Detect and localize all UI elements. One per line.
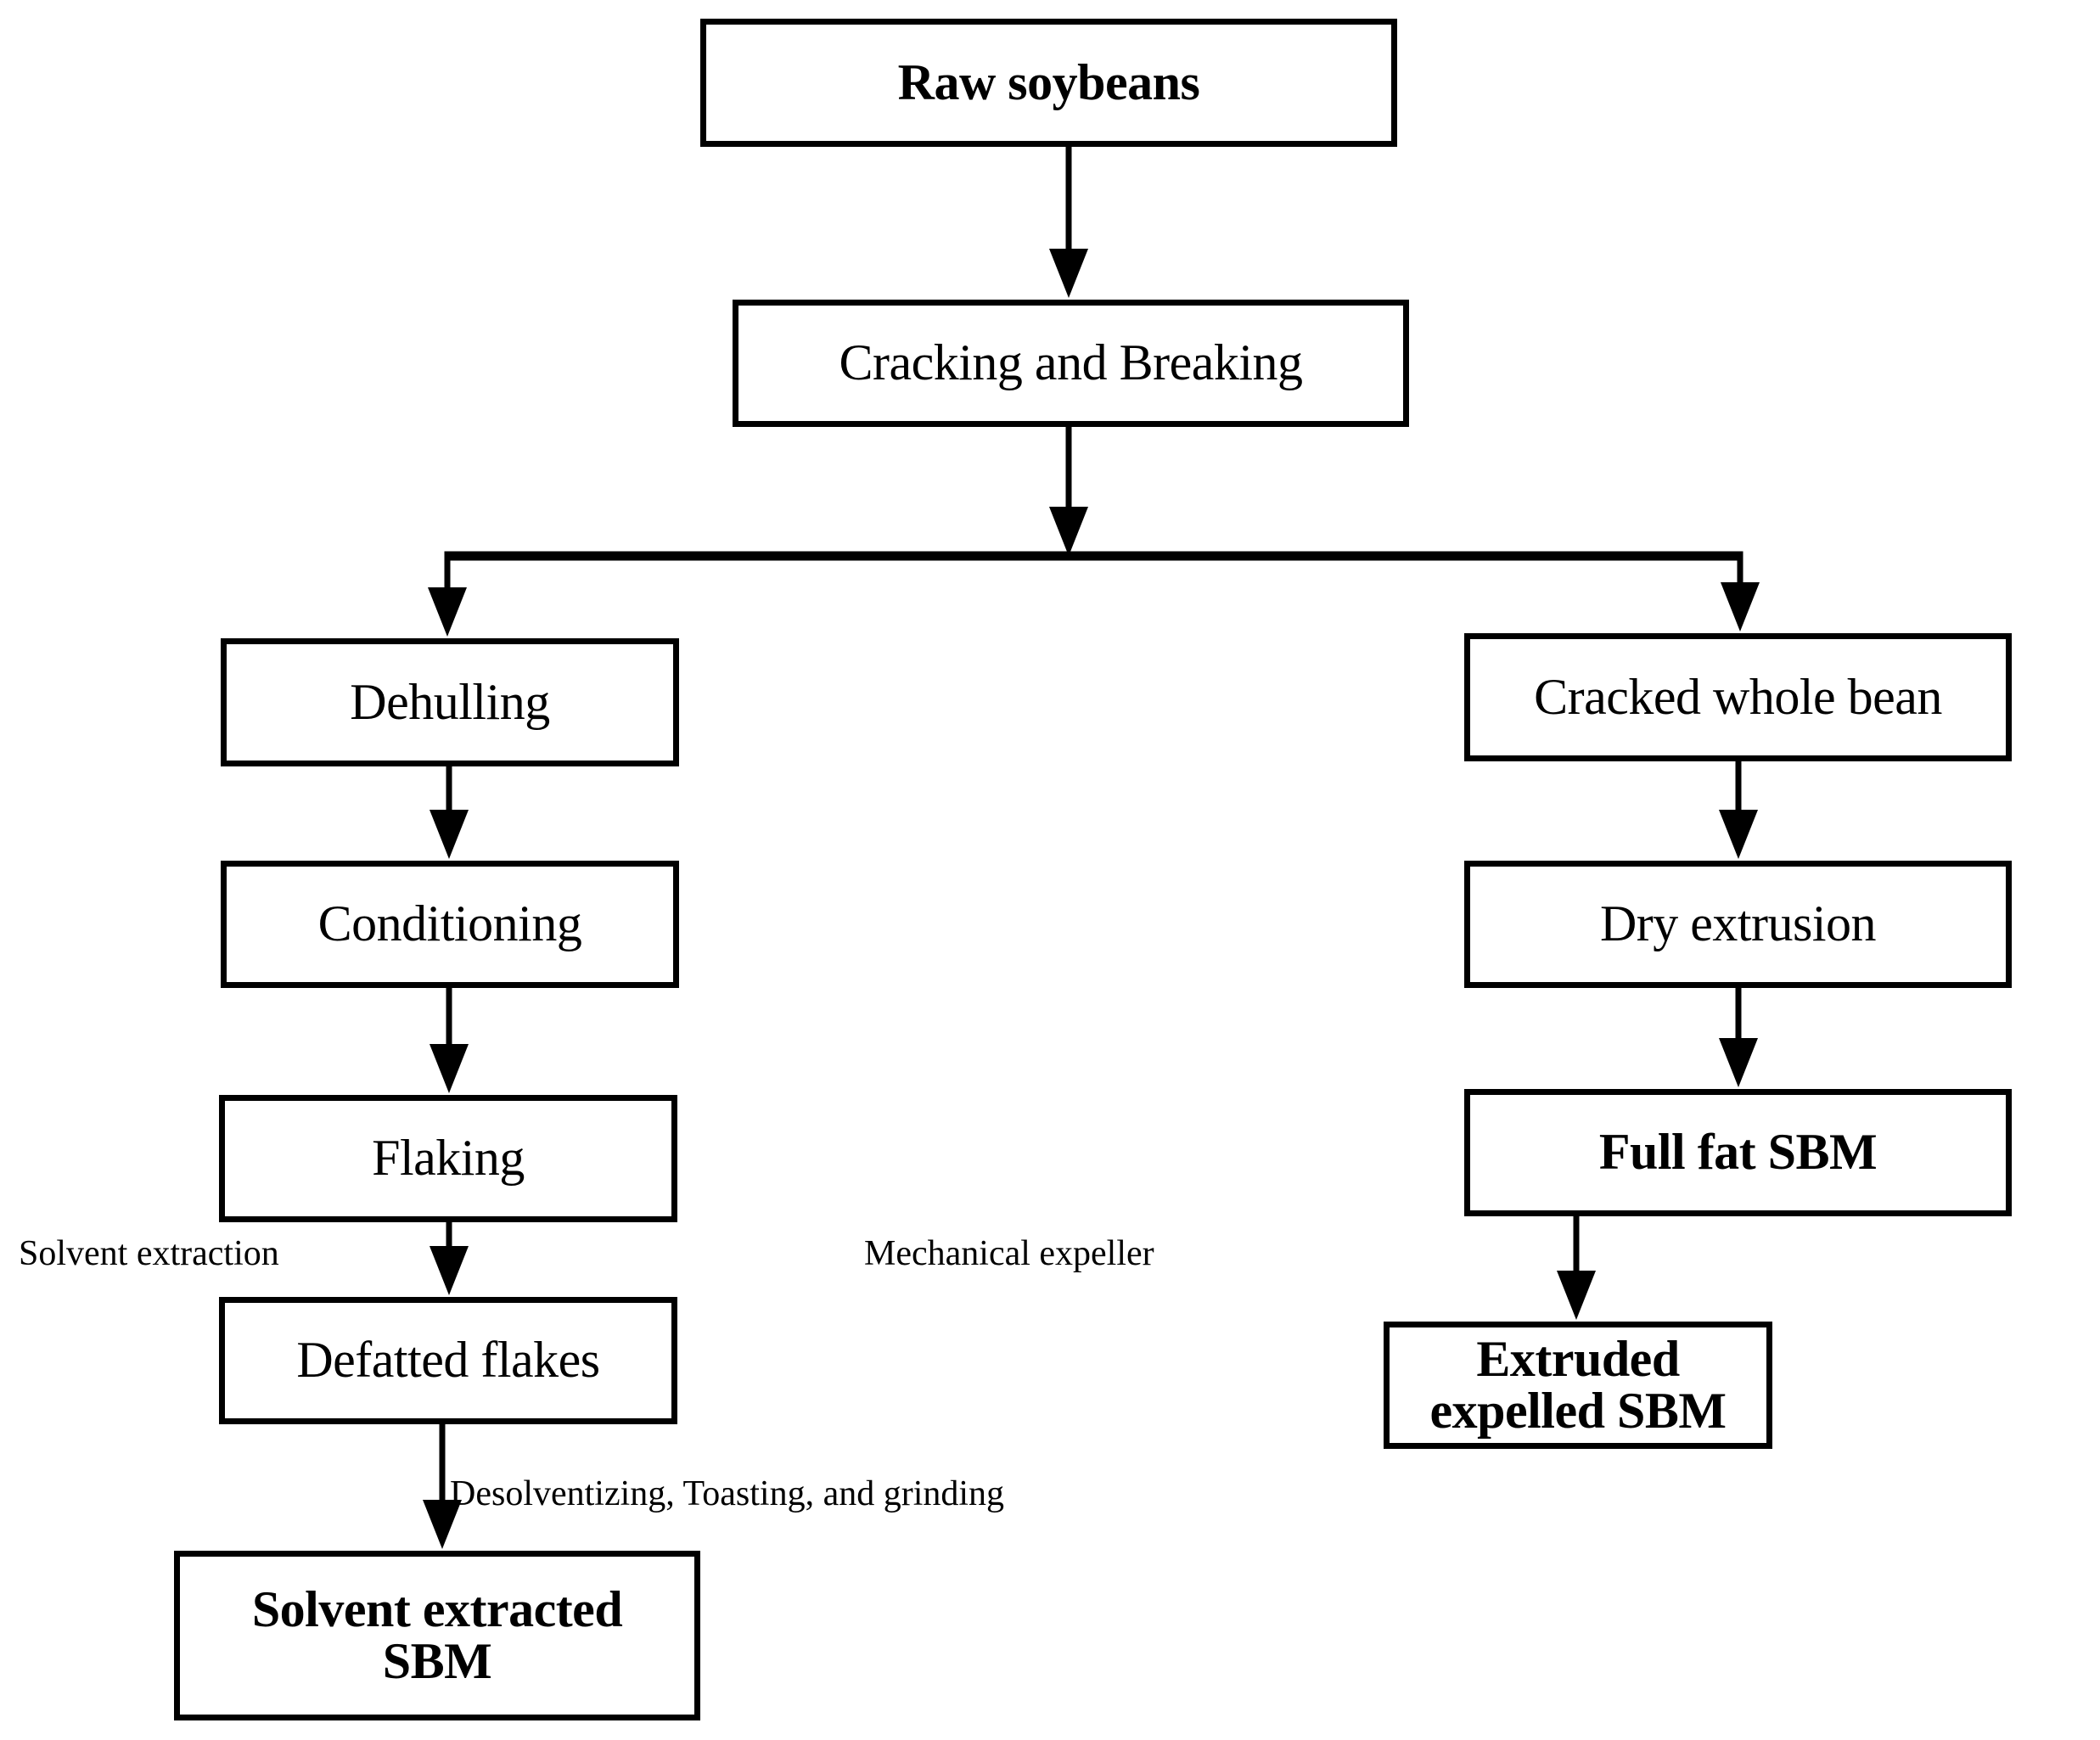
node-dry-extrusion: Dry extrusion (1464, 861, 2012, 988)
connector-split-bar (444, 551, 1743, 561)
connector-stem-conditioning-to-flaking (446, 988, 452, 1047)
edge-label-desolventizing-toasting-grinding: Desolventizing, Toasting, and grinding (450, 1474, 1005, 1513)
arrowhead-split-to-cracked-whole-bean (1721, 582, 1760, 631)
arrowhead-conditioning-to-flaking (430, 1044, 469, 1093)
node-cracking-and-breaking: Cracking and Breaking (733, 300, 1409, 427)
arrowhead-cracked-whole-bean-to-dry-extrusion (1719, 810, 1758, 859)
node-raw-soybeans: Raw soybeans (700, 19, 1397, 147)
node-label-dry-extrusion: Dry extrusion (1599, 895, 1877, 952)
node-dehulling: Dehulling (221, 638, 679, 766)
connector-stem-cracking-to-split (1065, 427, 1072, 510)
node-label-flaking: Flaking (372, 1130, 525, 1187)
connector-stem-raw-to-cracking (1065, 147, 1072, 252)
connector-stem-cracked-whole-bean-to-dry-extrusion (1735, 761, 1742, 813)
connector-stem-split-to-dehulling (444, 556, 451, 591)
node-label-defatted-flakes: Defatted flakes (296, 1332, 600, 1389)
node-label-raw-soybeans: Raw soybeans (897, 53, 1200, 110)
node-label-solvent-extracted-sbm: Solvent extracted SBM (251, 1580, 623, 1689)
connector-stem-dry-extrusion-to-full-fat-sbm (1735, 988, 1742, 1041)
arrowhead-full-fat-sbm-to-extruded-expelled-sbm (1557, 1271, 1596, 1320)
node-full-fat-sbm: Full fat SBM (1464, 1089, 2012, 1216)
node-flaking: Flaking (219, 1095, 677, 1222)
edge-label-mechanical-expeller: Mechanical expeller (864, 1234, 1154, 1273)
edge-label-solvent-extraction: Solvent extraction (19, 1234, 279, 1273)
node-label-full-fat-sbm: Full fat SBM (1598, 1124, 1878, 1181)
node-solvent-extracted-sbm: Solvent extracted SBM (174, 1551, 700, 1720)
arrowhead-split-to-dehulling (428, 587, 467, 637)
node-defatted-flakes: Defatted flakes (219, 1297, 677, 1424)
node-label-cracked-whole-bean: Cracked whole bean (1534, 668, 1942, 725)
arrowhead-defatted-flakes-to-solvent-extracted-sbm (423, 1500, 462, 1549)
arrowhead-flaking-to-defatted-flakes (430, 1246, 469, 1295)
connector-stem-split-to-cracked-whole-bean (1737, 556, 1743, 586)
node-conditioning: Conditioning (221, 861, 679, 988)
node-label-dehulling: Dehulling (350, 673, 550, 730)
node-label-cracking-and-breaking: Cracking and Breaking (839, 334, 1304, 391)
connector-stem-flaking-to-defatted-flakes (446, 1222, 452, 1249)
node-label-conditioning: Conditioning (317, 895, 582, 952)
arrowhead-cracking-to-split (1049, 507, 1088, 556)
node-extruded-expelled-sbm: Extruded expelled SBM (1384, 1322, 1772, 1449)
arrowhead-dry-extrusion-to-full-fat-sbm (1719, 1038, 1758, 1087)
node-cracked-whole-bean: Cracked whole bean (1464, 633, 2012, 761)
connector-stem-full-fat-sbm-to-extruded-expelled-sbm (1573, 1216, 1580, 1274)
arrowhead-dehulling-to-conditioning (430, 810, 469, 859)
connector-group (423, 147, 1760, 1549)
node-label-extruded-expelled-sbm: Extruded expelled SBM (1429, 1330, 1727, 1439)
connector-stem-defatted-flakes-to-solvent-extracted-sbm (439, 1424, 446, 1503)
connector-stem-dehulling-to-conditioning (446, 766, 452, 813)
arrowhead-raw-to-cracking (1049, 249, 1088, 298)
